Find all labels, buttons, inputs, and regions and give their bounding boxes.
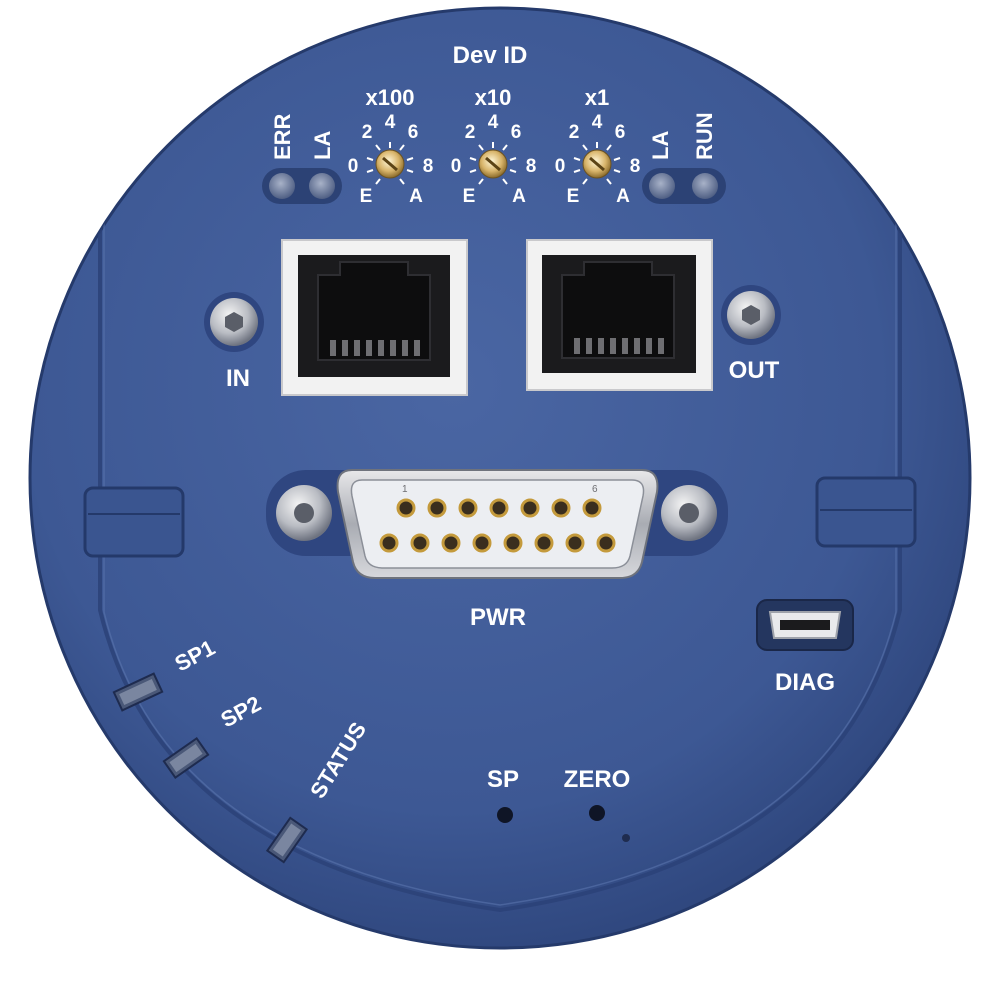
- indicator-hole: [622, 834, 630, 842]
- power-connector[interactable]: 1 6: [266, 469, 728, 579]
- ethernet-out-port[interactable]: [526, 239, 713, 391]
- led-la-right-label: LA: [648, 131, 673, 160]
- err-led: [269, 173, 295, 199]
- dial-digit: E: [360, 186, 373, 207]
- dial-digit: 8: [630, 156, 641, 177]
- left-latch: [83, 486, 185, 558]
- multiplier-x100-label: x100: [366, 85, 415, 110]
- dial-digit: 4: [592, 112, 603, 133]
- rotary-switch-x100[interactable]: 2 4 6 0 8 E A: [348, 112, 434, 207]
- dial-digit: A: [409, 186, 423, 207]
- dial-digit: 2: [362, 122, 373, 143]
- dial-digit: 0: [555, 156, 566, 177]
- port-out-label: OUT: [729, 357, 780, 384]
- zero-button[interactable]: [589, 805, 605, 821]
- status-led: [265, 816, 309, 864]
- dial-digit: 4: [385, 112, 396, 133]
- dial-digit: 2: [569, 122, 580, 143]
- port-in-label: IN: [226, 365, 250, 392]
- dial-digit: 6: [408, 122, 419, 143]
- dsub-right-screw-icon: [661, 485, 717, 541]
- inner-panel-outline: [98, 90, 902, 913]
- dial-digit: 0: [348, 156, 359, 177]
- sp1-led: [112, 672, 164, 712]
- screw-in-icon: [204, 292, 264, 352]
- sp-button-label: SP: [487, 766, 519, 793]
- multiplier-x1-label: x1: [585, 85, 609, 110]
- dial-digit: A: [616, 186, 630, 207]
- diag-label: DIAG: [775, 669, 835, 696]
- dial-digit: E: [463, 186, 476, 207]
- dial-digit: 6: [615, 122, 626, 143]
- led-err-label: ERR: [270, 113, 295, 160]
- right-latch: [815, 476, 917, 548]
- pin-mark: 6: [592, 484, 598, 495]
- rotary-switch-x10[interactable]: 2 4 6 0 8 E A: [451, 112, 537, 207]
- zero-button-label: ZERO: [564, 766, 631, 793]
- pin-mark: 1: [402, 484, 408, 495]
- la-led-left: [309, 173, 335, 199]
- dsub-left-screw-icon: [276, 485, 332, 541]
- screw-out-icon: [721, 285, 781, 345]
- ethernet-in-port[interactable]: [281, 239, 468, 396]
- dial-digit: A: [512, 186, 526, 207]
- sp-button[interactable]: [497, 807, 513, 823]
- dial-digit: 8: [423, 156, 434, 177]
- led-la-left-label: LA: [310, 131, 335, 160]
- rotary-switch-x1[interactable]: 2 4 6 0 8 E A: [555, 112, 641, 207]
- dial-digit: 2: [465, 122, 476, 143]
- multiplier-x10-label: x10: [475, 85, 512, 110]
- sp2-led: [162, 736, 210, 780]
- run-led: [692, 173, 718, 199]
- dial-digit: 8: [526, 156, 537, 177]
- led-run-label: RUN: [692, 112, 717, 160]
- dial-digit: E: [567, 186, 580, 207]
- diag-usb-port[interactable]: [756, 599, 854, 651]
- dial-digit: 4: [488, 112, 499, 133]
- dial-digit: 0: [451, 156, 462, 177]
- dev-id-label: Dev ID: [453, 42, 528, 69]
- dial-digit: 6: [511, 122, 522, 143]
- power-label: PWR: [470, 604, 526, 631]
- la-led-right: [649, 173, 675, 199]
